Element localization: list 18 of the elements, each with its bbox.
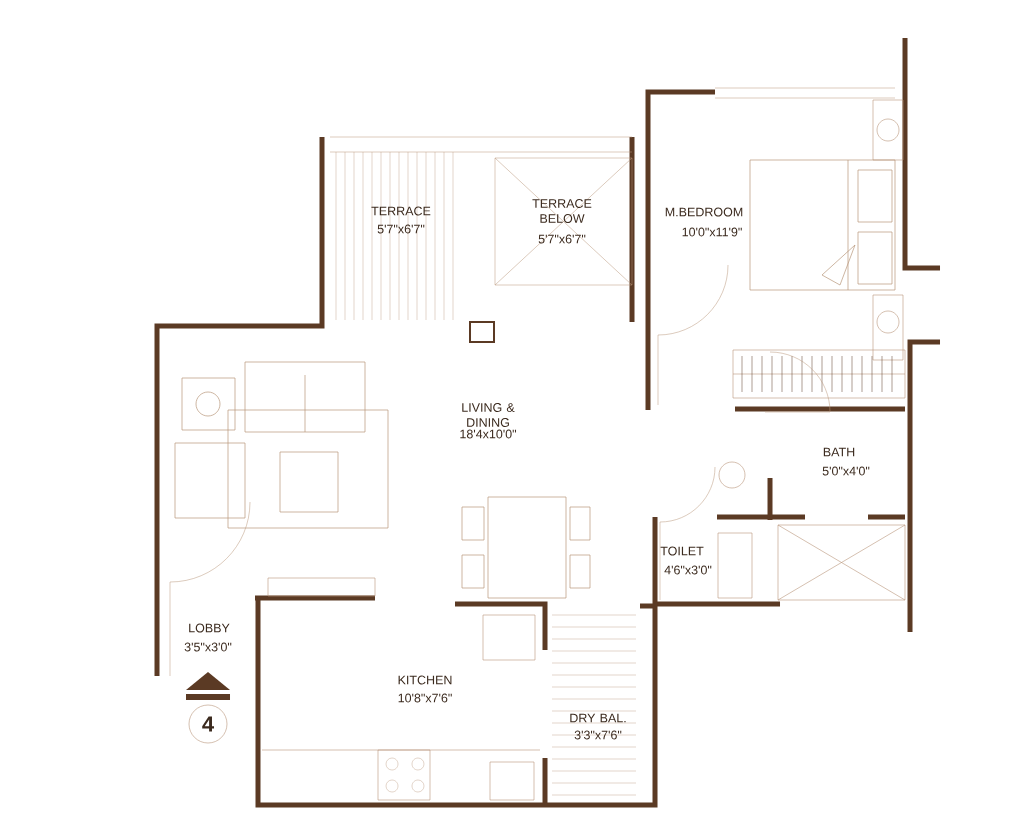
room-label: BATH: [823, 447, 855, 457]
room-label: TOILET: [660, 546, 704, 556]
room-label: 18'4x10'0": [460, 429, 517, 439]
room-label: KITCHEN: [398, 675, 452, 685]
room-label: 5'7"x6'7": [538, 234, 586, 244]
room-label: M.BEDROOM: [665, 207, 743, 217]
room-label: 5'0"x4'0": [822, 466, 870, 476]
room-label: TERRACE: [371, 206, 431, 216]
room-label: TERRACE BELOW: [532, 199, 592, 223]
room-label: 5'7"x6'7": [377, 224, 425, 234]
room-label: 3'5"x3'0": [184, 642, 232, 652]
room-label: LIVING & DINING: [462, 403, 515, 427]
room-label: 10'8"x7'6": [398, 693, 452, 703]
room-label: DRY BAL.: [570, 713, 626, 723]
room-label: LOBBY: [189, 623, 230, 633]
room-label: 10'0"x11'9": [682, 227, 742, 237]
room-label: 3'3"x7'6": [574, 730, 622, 740]
room-label: 4'6"x3'0": [664, 565, 712, 575]
